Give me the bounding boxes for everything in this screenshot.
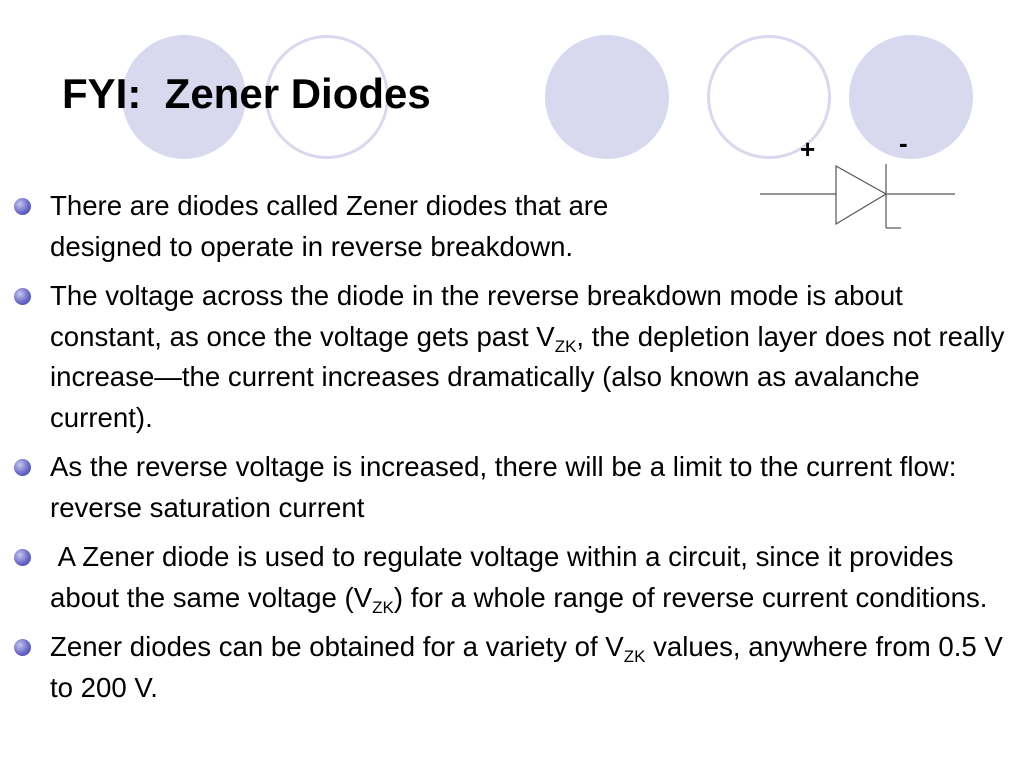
bullet-item-3: As the reverse voltage is increased, the… (12, 447, 1017, 528)
bullet-item-4: A Zener diode is used to regulate voltag… (12, 537, 1017, 618)
bullet-icon (14, 639, 31, 656)
zener-diode-icon (760, 164, 955, 229)
bullet-item-5: Zener diodes can be obtained for a varie… (12, 627, 1017, 708)
anode-plus-label: + (800, 134, 816, 164)
bullet-icon (14, 198, 31, 215)
bullet-icon (14, 549, 31, 566)
decor-circle-5 (849, 35, 973, 159)
bullet-icon (14, 288, 31, 305)
bullet-item-2: The voltage across the diode in the reve… (12, 276, 1017, 438)
decor-circle-4 (707, 35, 831, 159)
decor-circle-2 (265, 35, 389, 159)
bullet-icon (14, 459, 31, 476)
decor-circle-1 (122, 35, 246, 159)
bullet-list: There are diodes called Zener diodes tha… (12, 186, 1017, 717)
decor-circle-3 (545, 35, 669, 159)
zener-diode-symbol: + - (750, 128, 970, 238)
cathode-minus-label: - (899, 128, 908, 158)
bullet-item-1: There are diodes called Zener diodes tha… (12, 186, 1017, 267)
page-title: FYI: Zener Diodes (62, 70, 431, 117)
